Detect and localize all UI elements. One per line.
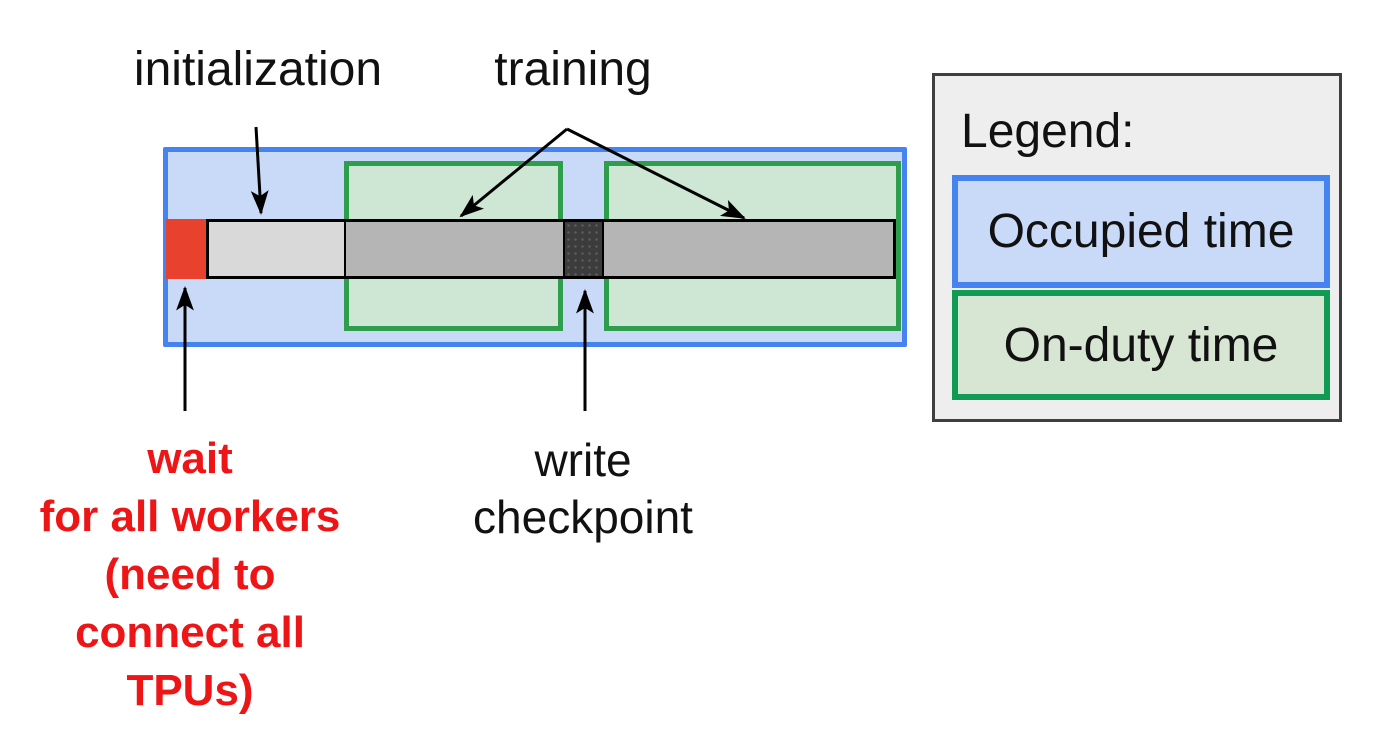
training-segment-2	[604, 222, 893, 276]
write-checkpoint-label: write checkpoint	[473, 434, 693, 543]
legend-onduty-label: On-duty time	[1003, 318, 1279, 372]
timeline-bar	[206, 219, 896, 279]
training-label: training	[494, 43, 652, 96]
wait-note: wait for all workers (need to connect al…	[39, 434, 341, 715]
initialization-label: initialization	[133, 43, 383, 96]
initialization-segment	[209, 222, 344, 276]
wait-segment	[166, 219, 206, 279]
training-segment-1	[344, 222, 563, 276]
legend-panel: Legend: Occupied time On-duty time	[932, 73, 1342, 422]
write-checkpoint-segment	[563, 222, 604, 276]
legend-item-occupied: Occupied time	[952, 175, 1330, 288]
legend-occupied-label: Occupied time	[987, 205, 1295, 258]
legend-item-onduty: On-duty time	[952, 290, 1330, 400]
legend-title: Legend:	[961, 105, 1135, 158]
